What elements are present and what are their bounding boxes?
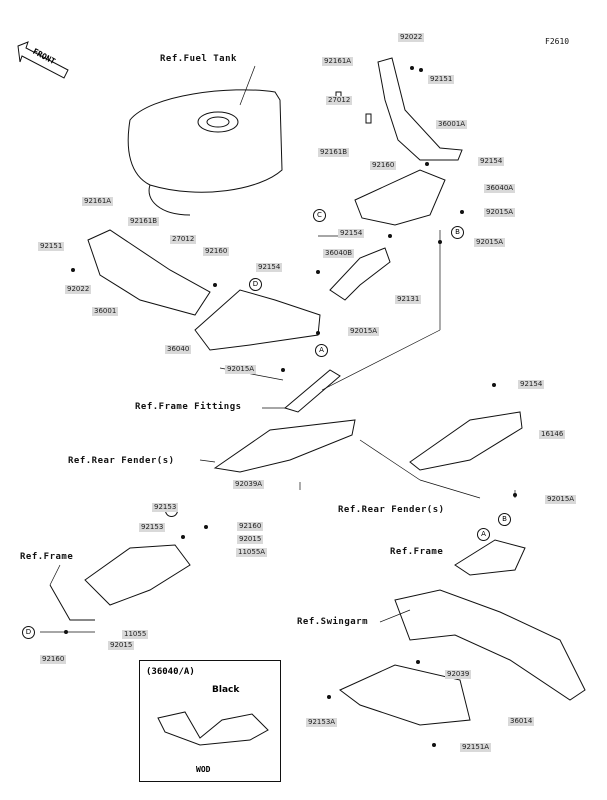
fastener [419, 68, 423, 72]
part-label: 11055 [122, 630, 149, 639]
fastener [71, 268, 75, 272]
part-label: 92015 [237, 535, 264, 544]
part-label: 92160 [40, 655, 67, 664]
fastener [388, 234, 392, 238]
part-label: 92151 [38, 242, 65, 251]
fastener [513, 493, 517, 497]
inset-color: Black [212, 685, 240, 695]
diagram-code: F2610 [545, 37, 570, 46]
part-label: 36040 [165, 345, 192, 354]
inset-title: (36040/A) [146, 667, 195, 677]
side-cowl-36040B [329, 247, 391, 301]
frame-right [454, 539, 526, 576]
side-cowl-36040A [354, 169, 446, 226]
fastener [410, 66, 414, 70]
fuel-tank [127, 89, 283, 193]
fastener [460, 210, 464, 214]
part-label: 92022 [65, 285, 92, 294]
tail-cowl-top [377, 57, 463, 161]
fastener [316, 331, 320, 335]
fastener [492, 383, 496, 387]
rear-fender [213, 419, 356, 473]
callout-c: C [313, 209, 326, 222]
callout-b-low: B [498, 513, 511, 526]
part-label: 92161B [318, 148, 350, 157]
fastener [204, 525, 208, 529]
fastener [425, 162, 429, 166]
frame-bracket-left [84, 544, 191, 606]
ref-rear-fender-left: Ref.Rear Fender(s) [68, 456, 175, 466]
callout-d-low: D [22, 626, 35, 639]
fuel-cap [197, 111, 239, 133]
part-label: 36014 [508, 717, 535, 726]
part-label: 92015A [225, 365, 257, 374]
part-label: 92015A [545, 495, 577, 504]
part-label: 92161A [82, 197, 114, 206]
callout-b: B [451, 226, 464, 239]
fastener [432, 743, 436, 747]
part-label: 92153 [152, 503, 179, 512]
fastener [316, 270, 320, 274]
ref-frame-left: Ref.Frame [20, 552, 74, 562]
fastener [416, 660, 420, 664]
part-label: 11055A [236, 548, 268, 557]
part-label: 92153A [306, 718, 338, 727]
side-cowl-36040 [194, 289, 321, 351]
fastener [64, 630, 68, 634]
part-label: 92151 [428, 75, 455, 84]
inset-footer: WOD [196, 765, 211, 774]
part-label: 27012 [170, 235, 197, 244]
fastener [181, 535, 185, 539]
callout-a: A [315, 344, 328, 357]
part-label: 92154 [256, 263, 283, 272]
part-label: 92161A [322, 57, 354, 66]
part-label: 36040B [323, 249, 355, 258]
part-label: 92131 [395, 295, 422, 304]
fastener [438, 240, 442, 244]
ref-swingarm: Ref.Swingarm [297, 617, 369, 627]
part-label: 92015A [348, 327, 380, 336]
part-label: 16146 [539, 430, 566, 439]
part-label: 92015A [474, 238, 506, 247]
inset-cowl-shape [157, 711, 269, 746]
part-label: 36001 [92, 307, 119, 316]
chain-guard [339, 664, 471, 726]
part-label: 92154 [338, 229, 365, 238]
part-label: 92154 [478, 157, 505, 166]
part-label: 92039A [233, 480, 265, 489]
part-label: 36040A [484, 184, 516, 193]
ref-frame-fittings: Ref.Frame Fittings [135, 402, 242, 412]
tail-cowl-16146 [409, 411, 523, 471]
ref-frame-right: Ref.Frame [390, 547, 444, 557]
part-label: 92160 [203, 247, 230, 256]
part-label: 92039 [445, 670, 472, 679]
swingarm [394, 589, 586, 701]
callout-d: D [249, 278, 262, 291]
callout-a-low: A [477, 528, 490, 541]
ref-fuel-tank: Ref.Fuel Tank [160, 54, 237, 64]
fastener [281, 368, 285, 372]
part-label: 92022 [398, 33, 425, 42]
part-label: 92160 [370, 161, 397, 170]
part-label: 92161B [128, 217, 160, 226]
ref-rear-fender-right: Ref.Rear Fender(s) [338, 505, 445, 515]
fastener [213, 283, 217, 287]
part-label: 92151A [460, 743, 492, 752]
part-label: 36001A [436, 120, 468, 129]
part-label: 27012 [326, 96, 353, 105]
frame-fittings-bracket [283, 369, 341, 413]
part-label: 92015A [484, 208, 516, 217]
part-label: 92160 [237, 522, 264, 531]
part-label: 92153 [139, 523, 166, 532]
side-cover-36001 [87, 229, 211, 316]
front-arrow-icon: FRONT [14, 40, 72, 80]
fastener [327, 695, 331, 699]
inset-color-variant: (36040/A) Black WOD [139, 660, 281, 782]
part-label: 92154 [518, 380, 545, 389]
part-label: 92015 [108, 641, 135, 650]
